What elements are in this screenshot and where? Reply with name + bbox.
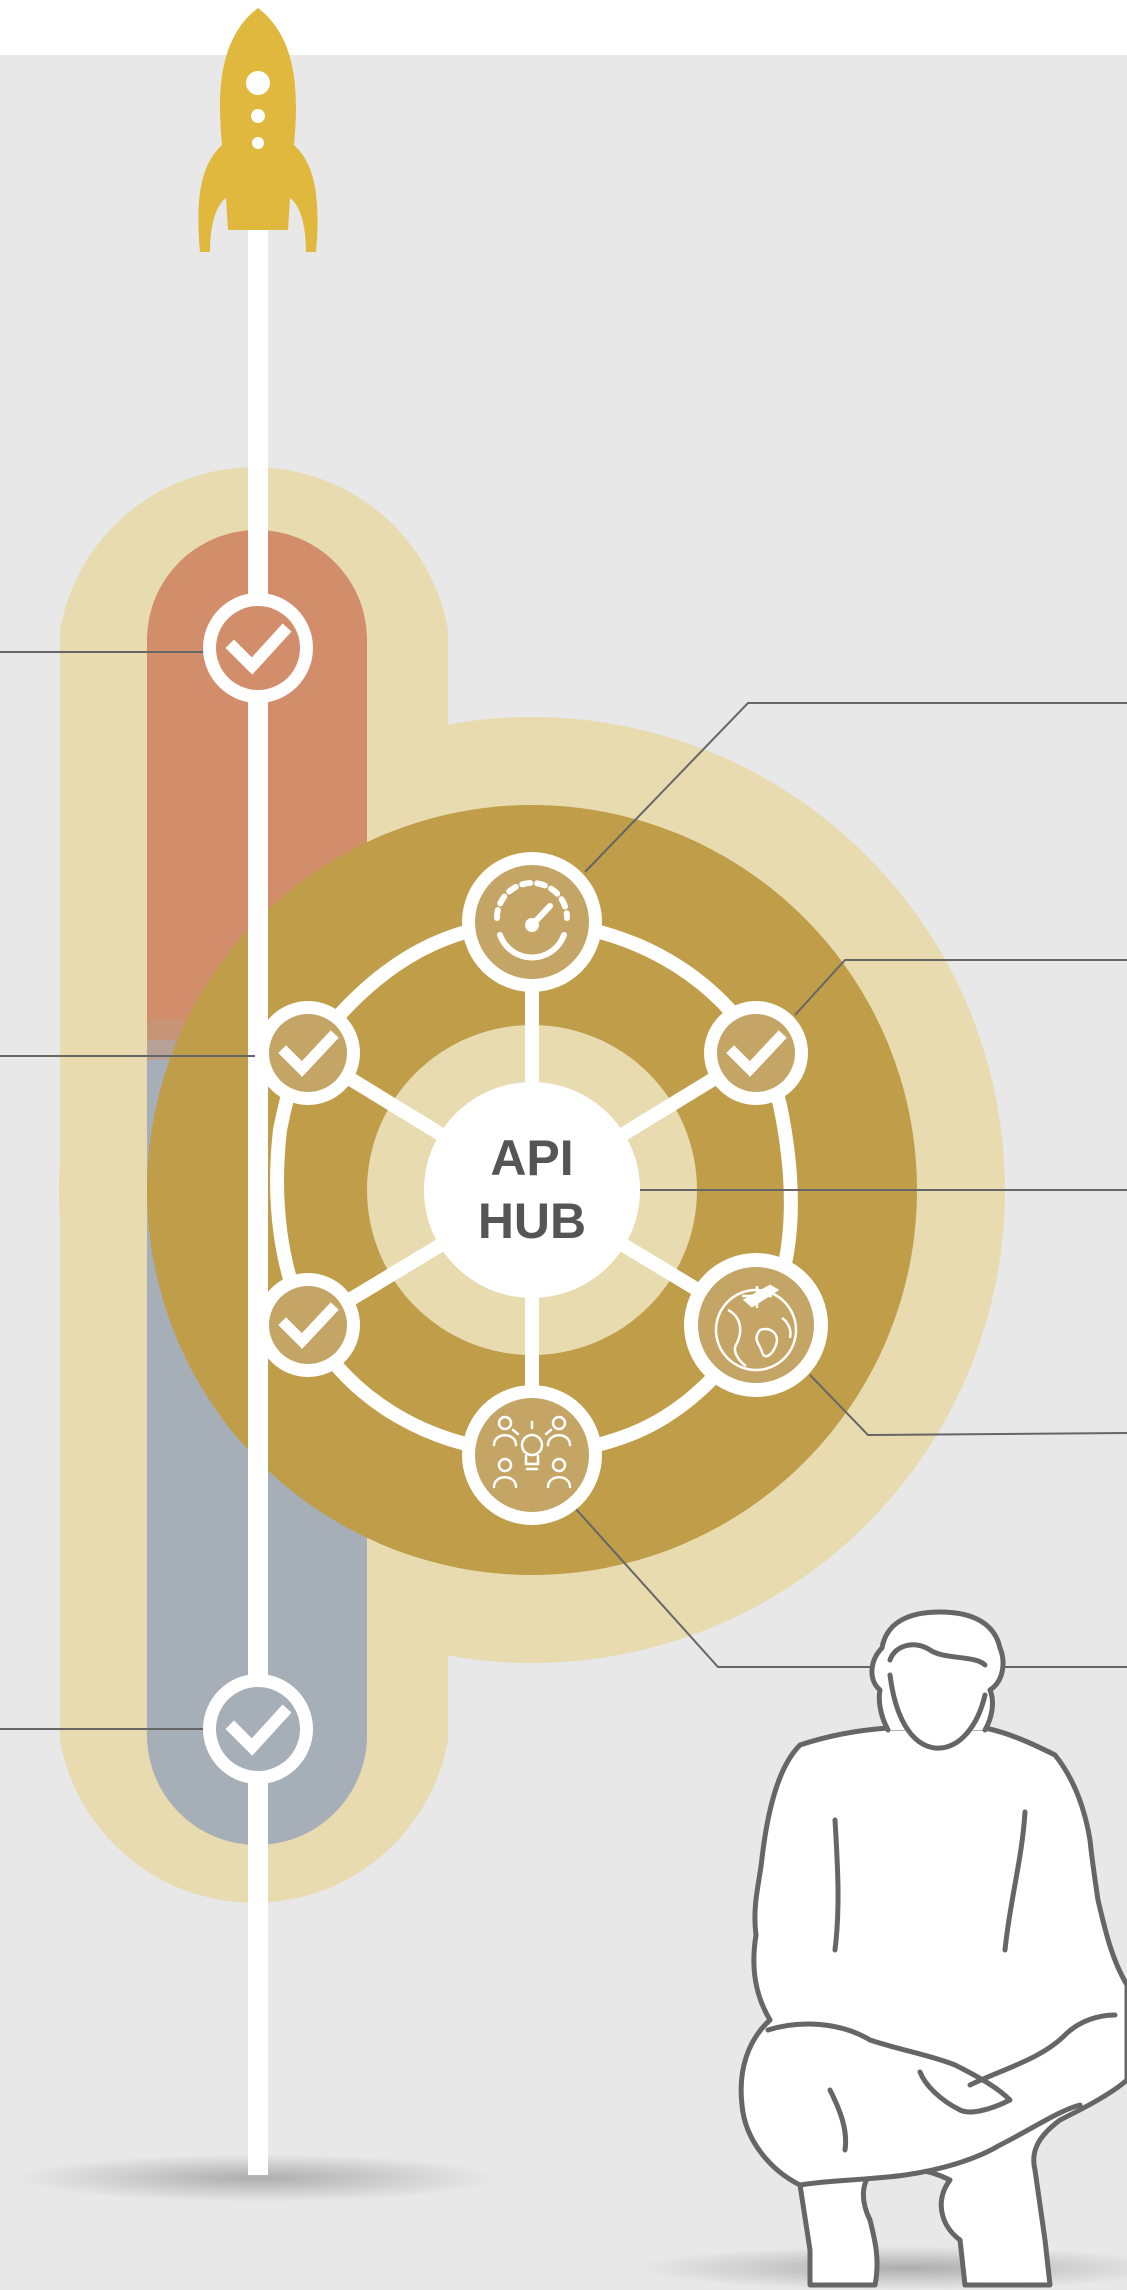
team-ideas-icon (492, 1415, 572, 1489)
milestone-top (203, 593, 313, 703)
node-upper-right (704, 1001, 808, 1105)
timeline-bar (248, 200, 268, 2175)
milestone-bottom (203, 1674, 313, 1784)
rocket-icon (198, 8, 318, 252)
timeline-ground-shadow (18, 2154, 498, 2202)
check-icon (726, 1030, 787, 1077)
leader-line-team (574, 1507, 880, 1668)
check-icon (225, 623, 292, 675)
person-illustration (738, 1609, 1127, 2288)
node-bottom (462, 1385, 602, 1525)
speedometer-icon (494, 880, 570, 961)
leader-line-upper-right (794, 959, 1127, 1016)
hub-center (424, 1082, 640, 1298)
hub-title-line1: API (490, 1130, 573, 1186)
check-icon (278, 1030, 339, 1077)
node-upper-left (256, 1001, 360, 1105)
node-lower-left (256, 1273, 360, 1377)
globe-travel-icon (714, 1284, 798, 1372)
node-top (462, 852, 602, 992)
leader-line-speed (584, 702, 1127, 873)
leader-lines (0, 651, 1127, 1730)
check-icon (278, 1302, 339, 1349)
check-icon (225, 1704, 292, 1756)
hub-title-line2: HUB (478, 1193, 586, 1249)
leader-line-globe (809, 1374, 1127, 1437)
node-lower-right (684, 1253, 828, 1397)
